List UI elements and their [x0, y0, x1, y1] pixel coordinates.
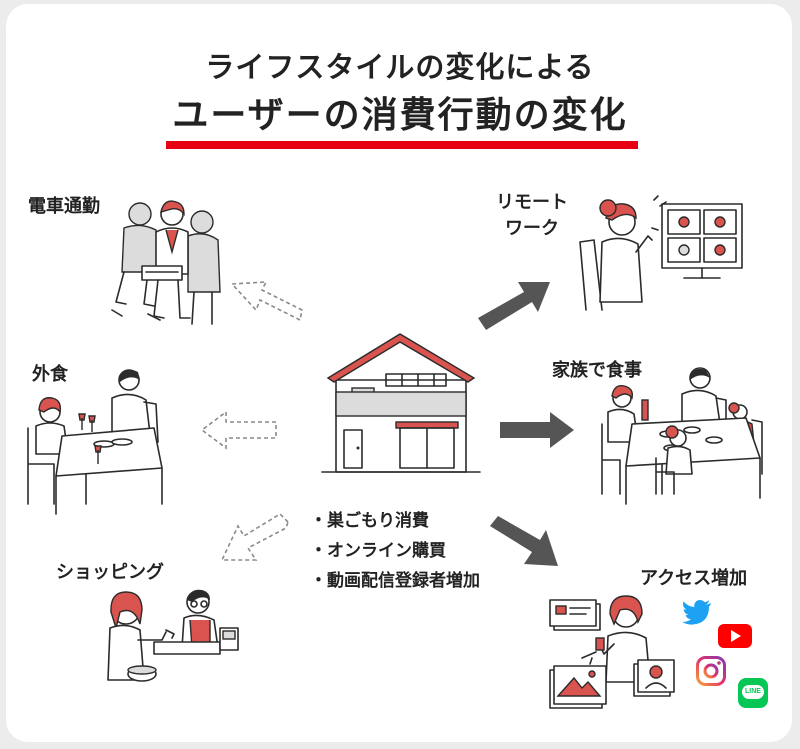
arrow-to-family-meal	[500, 412, 574, 448]
arrow-to-eating-out	[200, 410, 277, 450]
label-shopping: ショッピング	[56, 562, 164, 583]
title-underline	[166, 141, 638, 149]
arrow-to-access-increase	[490, 516, 558, 566]
bullet-item: ・巣ごもり消費	[310, 511, 429, 531]
label-family-meal: 家族で食事	[552, 360, 642, 381]
house-illustration	[321, 333, 481, 473]
family-meal-illustration	[601, 367, 763, 505]
title-line-2: ユーザーの消費行動の変化	[172, 95, 628, 136]
arrow-to-remote-work	[478, 282, 550, 330]
arrow-to-commute	[230, 281, 303, 322]
line-icon-bubble	[742, 685, 764, 699]
remote-work-illustration	[579, 195, 743, 311]
label-remote-work-line1: リモート	[496, 192, 568, 213]
commute-illustration	[111, 200, 221, 325]
twitter-icon	[682, 600, 711, 625]
bullet-list: ・巣ごもり消費 ・オンライン購買 ・動画配信登録者増加	[310, 506, 480, 596]
shopping-illustration	[107, 589, 239, 682]
label-eating-out: 外食	[32, 364, 68, 385]
line-icon: LINE	[738, 678, 768, 708]
bullet-item: ・動画配信登録者増加	[310, 571, 480, 591]
line-icon-text: LINE	[745, 688, 761, 695]
eating-out-illustration	[27, 369, 163, 515]
label-remote-work-line2: ワーク	[505, 218, 559, 239]
label-remote-work: リモート ワーク	[490, 190, 574, 242]
arrow-to-shopping	[220, 512, 289, 561]
youtube-icon	[718, 624, 752, 648]
label-access-increase: アクセス増加	[640, 568, 748, 589]
instagram-icon	[696, 656, 726, 686]
title-line-1: ライフスタイルの変化による	[205, 50, 595, 84]
access-increase-illustration	[549, 595, 675, 709]
bullet-item: ・オンライン購買	[310, 541, 446, 561]
label-commute: 電車通勤	[28, 196, 100, 217]
